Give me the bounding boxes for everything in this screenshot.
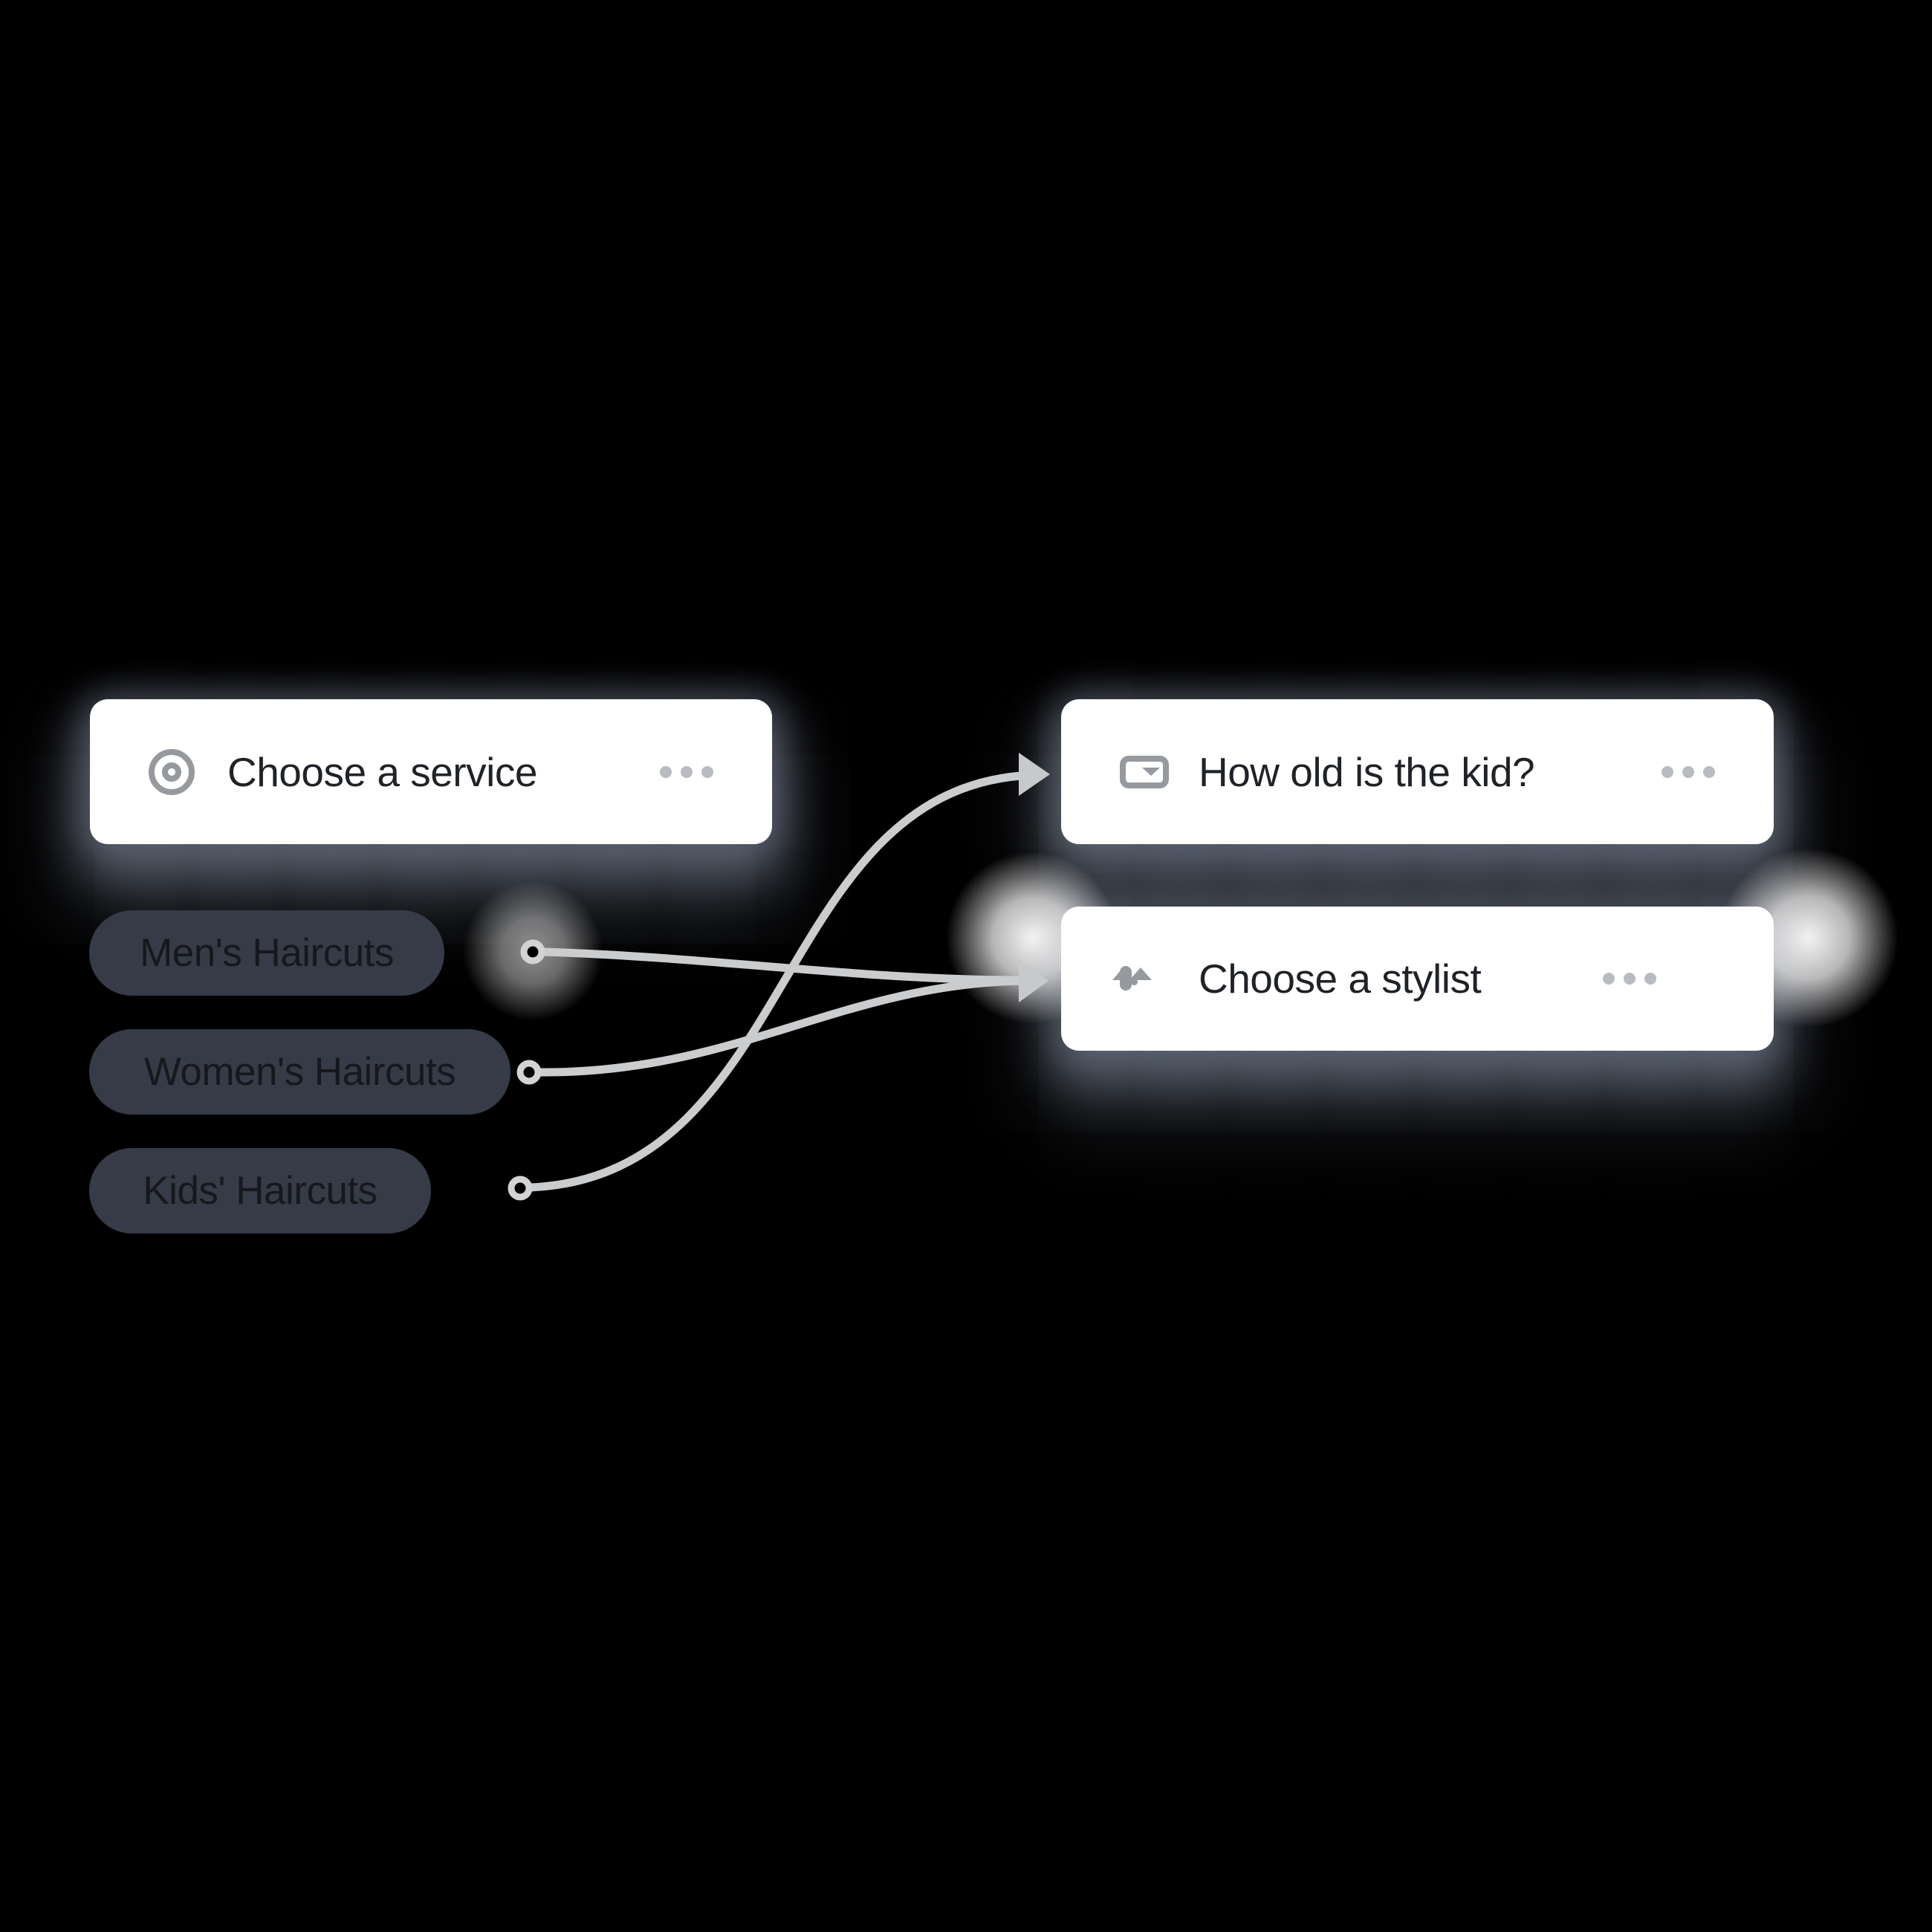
chip-kids-haircuts[interactable]: Kids' Haircuts	[89, 1148, 431, 1234]
more-options-button[interactable]	[1662, 765, 1715, 778]
node-how-old-is-the-kid[interactable]: How old is the kid?	[1061, 699, 1774, 844]
arrowhead-into-stylist	[1019, 959, 1048, 1002]
dropdown-icon	[1120, 755, 1169, 788]
target-icon	[149, 748, 195, 795]
port-kids-haircuts[interactable]	[508, 1176, 533, 1201]
arrowhead-into-kidage	[1019, 753, 1050, 796]
more-options-button[interactable]	[660, 765, 713, 778]
chip-womens-haircuts[interactable]: Women's Haircuts	[89, 1029, 510, 1115]
node-title: How old is the kid?	[1199, 748, 1535, 795]
connector-mens-to-stylist[interactable]	[539, 947, 1025, 985]
port-mens-haircuts[interactable]	[520, 939, 545, 965]
node-title: Choose a stylist	[1199, 956, 1482, 1002]
connection-glow-mens-port	[462, 881, 603, 1022]
chip-mens-haircuts[interactable]: Men's Haircuts	[89, 910, 444, 996]
node-title: Choose a service	[227, 748, 537, 795]
image-icon	[1112, 966, 1152, 991]
more-options-button[interactable]	[1603, 973, 1656, 985]
connector-womens-to-stylist[interactable]	[535, 976, 1025, 1077]
port-womens-haircuts[interactable]	[516, 1060, 542, 1085]
node-choose-a-stylist[interactable]: Choose a stylist	[1061, 907, 1774, 1051]
node-choose-a-service[interactable]: Choose a service	[90, 699, 772, 844]
